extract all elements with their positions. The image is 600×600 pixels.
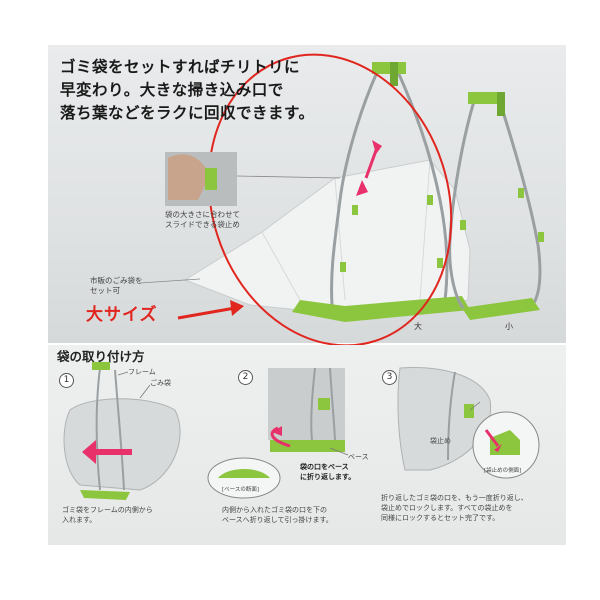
headline-line2: 早変わり。大きな掃き込み口で	[60, 81, 284, 99]
step1-frame-label: フレーム	[128, 368, 156, 376]
step1-text: ゴミ袋をフレームの内側から 入れます。	[62, 506, 153, 524]
step2-fold-label: 袋の口をベース に折り返します。	[300, 463, 356, 481]
size-label-small: 小	[505, 322, 513, 331]
step2-base-section-label: [ベースの断面]	[222, 487, 260, 493]
step3-stopper-label: 袋止め	[430, 437, 451, 445]
step2-fold-arrow-icon	[270, 426, 291, 448]
howto-title: 袋の取り付け方	[57, 349, 145, 364]
slide-stopper-caption: 袋の大きさに合わせて スライドできる袋止め	[165, 210, 240, 229]
headline-line3: 落ち葉などをラクに回収できます。	[60, 104, 315, 122]
step2-bag	[268, 368, 345, 440]
step1-number: 1	[59, 373, 74, 388]
step1-bag-label: ごみ袋	[150, 379, 171, 387]
big-size-arrow-icon	[177, 306, 236, 320]
step3-stopper-side-label: [袋止めの側面]	[484, 468, 522, 474]
size-label-large: 大	[414, 322, 422, 331]
step1-bag	[63, 398, 181, 491]
headline: ゴミ袋をセットすればチリトリに 早変わり。大きな掃き込み口で 落ち葉などをラクに…	[60, 56, 360, 125]
big-size-label: 大サイズ	[86, 305, 158, 325]
step3-lock-arrow-icon	[484, 429, 500, 447]
step2-text: 内側から入れたゴミ袋の口を下の ベースへ折り返して引っ掛けます。	[222, 506, 333, 524]
bag-caption: 市販のごみ袋を セット可	[90, 276, 143, 295]
step3-number: 3	[382, 370, 397, 385]
step2-base-label: ベース	[348, 453, 369, 461]
small-base-icon	[462, 298, 540, 320]
step2-number: 2	[238, 370, 253, 385]
large-frame	[330, 69, 380, 306]
step3-text: 折り返したゴミ袋の口を、もう一度折り返し、 袋止めでロックします。すべての袋止め…	[381, 494, 528, 522]
headline-line1: ゴミ袋をセットすればチリトリに	[60, 58, 301, 76]
small-handle-icon	[468, 92, 504, 104]
highlight-ellipse	[207, 53, 453, 347]
